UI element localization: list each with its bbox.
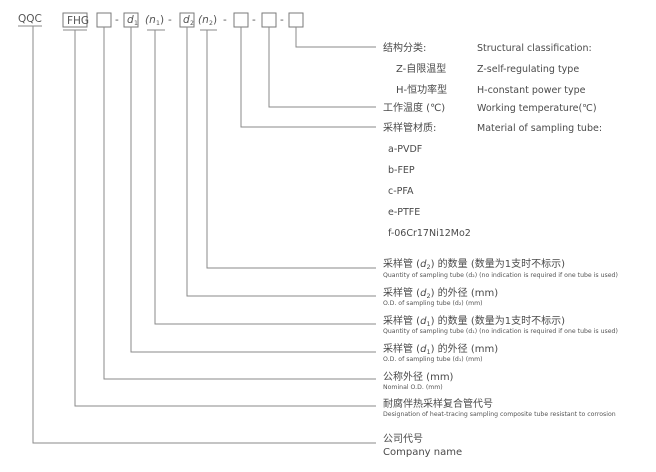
material-option-steel: f-06Cr17Ni12Mo2 — [388, 228, 471, 239]
temperature-en: Working temperature(℃) — [477, 103, 597, 114]
nominal-cn: 公称外径 (mm) — [383, 370, 454, 383]
material-box — [233, 12, 249, 28]
leader-structural — [295, 27, 376, 48]
dash-2: - — [168, 14, 172, 26]
material-option-fep: b-FEP — [388, 165, 415, 176]
code-series: FHG — [67, 15, 89, 27]
material-cn: 采样管材质: — [383, 121, 436, 134]
material-option-pvdf: a-PVDF — [388, 144, 422, 155]
leader-company — [32, 26, 376, 444]
dash-4: - — [252, 14, 256, 26]
nominal-en: Nominal O.D. (mm) — [383, 384, 443, 391]
n1-close: ) — [160, 14, 164, 26]
n2-subscript: 2 — [209, 20, 213, 27]
od-d2-en: O.D. of sampling tube (d₂) (mm) — [383, 300, 483, 307]
temperature-box — [261, 12, 277, 28]
material-option-pfa: c-PFA — [388, 186, 414, 197]
d1-subscript: 1 — [134, 20, 138, 27]
structural-option-z-en: Z-self-regulating type — [477, 64, 579, 75]
structural-option-z-cn: Z-自限温型 — [396, 62, 446, 75]
structure-box — [288, 12, 304, 28]
temperature-cn: 工作温度 (℃) — [383, 101, 445, 114]
dash-3: - — [223, 14, 227, 26]
od-d1-cn: 采样管 (d1) 的外径 (mm) — [383, 342, 498, 356]
structural-option-h-cn: H-恒功率型 — [396, 83, 447, 96]
designation-en: Designation of heat-tracing sampling com… — [383, 411, 616, 418]
n2-close: ) — [213, 14, 217, 26]
series-box — [62, 12, 88, 28]
d1-symbol: d — [127, 14, 134, 26]
od-d2-cn: 采样管 (d2) 的外径 (mm) — [383, 286, 498, 300]
leader-material — [240, 27, 376, 128]
dash-5: - — [280, 14, 284, 26]
leader-od-d2 — [186, 27, 376, 297]
leader-temperature — [268, 27, 376, 108]
leader-nominal — [103, 27, 376, 380]
leader-qty-d2 — [206, 30, 376, 269]
structural-option-h-en: H-constant power type — [477, 85, 586, 96]
dash-1: - — [115, 14, 119, 26]
qty-d2-en: Quantity of sampling tube (d₂) (no indic… — [383, 272, 618, 279]
leader-qty-d1 — [154, 30, 376, 325]
company-en: Company name — [383, 447, 462, 458]
d2-subscript: 2 — [190, 20, 194, 27]
d2-symbol: d — [183, 14, 190, 26]
qty-d1-en: Quantity of sampling tube (d₁) (no indic… — [383, 328, 618, 335]
leader-od-d1 — [130, 27, 376, 353]
company-cn: 公司代号 — [383, 433, 423, 445]
n1-subscript: 1 — [156, 20, 160, 27]
od-d1-en: O.D. of sampling tube (d₁) (mm) — [383, 356, 483, 363]
qty-d1-cn: 采样管 (d1) 的数量 (数量为1支时不标示) — [383, 314, 565, 328]
n1-symbol: (n — [145, 14, 156, 26]
qty-d2-cn: 采样管 (d2) 的数量 (数量为1支时不标示) — [383, 257, 565, 271]
nominal-box — [96, 12, 112, 28]
designation-cn: 耐腐伴热采样复合管代号 — [383, 397, 493, 410]
n2-symbol: (n — [198, 14, 209, 26]
structural-cn: 结构分类: — [383, 41, 426, 54]
material-en: Material of sampling tube: — [477, 123, 602, 134]
material-option-ptfe: e-PTFE — [388, 207, 420, 218]
code-prefix: QQC — [18, 13, 42, 25]
leader-designation — [74, 30, 376, 407]
structural-en: Structural classification: — [477, 43, 592, 54]
